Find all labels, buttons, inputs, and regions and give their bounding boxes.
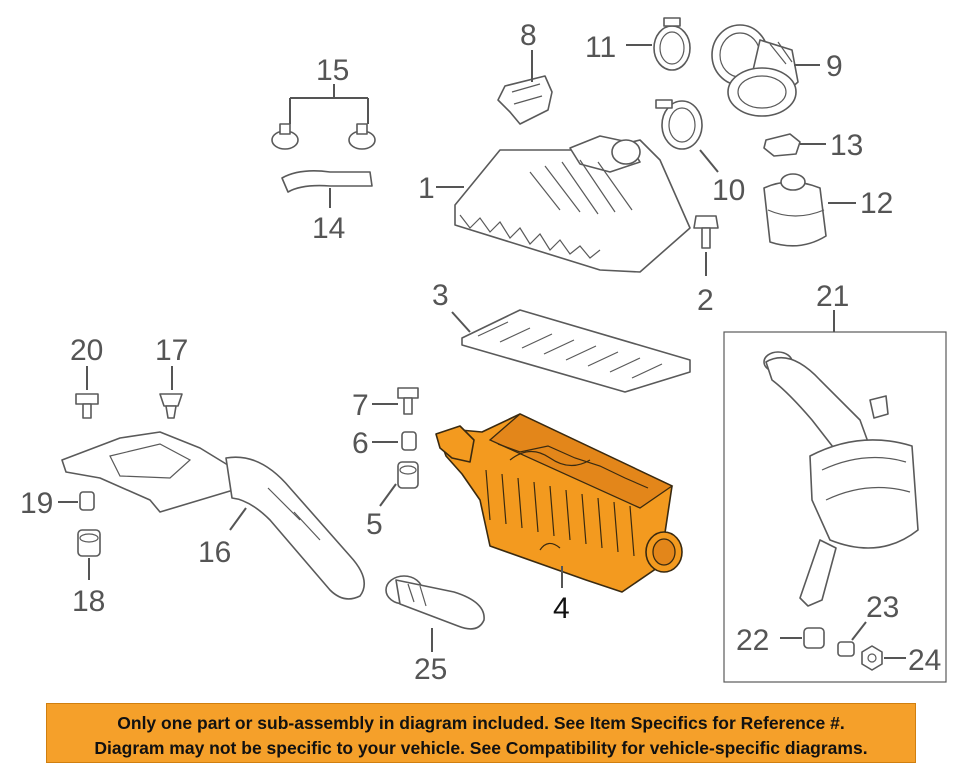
callout-20: 20 — [70, 334, 103, 367]
part-6-grommet — [401, 431, 417, 451]
leader-23 — [851, 621, 867, 641]
callout-3: 3 — [432, 279, 449, 312]
callout-21: 21 — [816, 280, 849, 313]
callout-4: 4 — [553, 592, 570, 625]
callout-18: 18 — [72, 585, 105, 618]
part-25-duct-tube — [385, 575, 485, 630]
leader-16 — [229, 507, 247, 531]
part-21-resonator-assembly — [763, 351, 919, 607]
callout-5: 5 — [366, 508, 383, 541]
callout-2: 2 — [697, 284, 714, 317]
part-23-collar — [837, 641, 855, 657]
callout-11: 11 — [585, 31, 616, 64]
part-18-mount — [77, 529, 101, 557]
callout-23: 23 — [866, 591, 899, 624]
part-10-clamp — [655, 99, 703, 150]
callout-16: 16 — [198, 536, 231, 569]
disclaimer-line-1: Only one part or sub-assembly in diagram… — [117, 713, 845, 733]
part-15-clamps — [271, 123, 376, 150]
part-1-air-cleaner-cover — [454, 135, 691, 273]
disclaimer-line-2: Diagram may not be specific to your vehi… — [94, 738, 868, 758]
callout-6: 6 — [352, 427, 369, 460]
part-2-bolt — [693, 215, 719, 249]
callout-13: 13 — [830, 129, 863, 162]
callout-25: 25 — [414, 653, 447, 686]
part-8-sensor — [497, 75, 553, 125]
callout-7: 7 — [352, 389, 369, 422]
part-14-hose — [281, 170, 373, 193]
part-4-air-cleaner-housing — [435, 413, 683, 593]
disclaimer-banner: Only one part or sub-assembly in diagram… — [46, 703, 916, 763]
part-19-grommet — [79, 491, 95, 511]
part-3-air-filter — [461, 309, 691, 393]
leader-3 — [451, 311, 471, 333]
callout-14: 14 — [312, 212, 345, 245]
part-5-mount — [397, 461, 419, 489]
callout-24: 24 — [908, 644, 941, 677]
callout-19: 19 — [20, 487, 53, 520]
part-11-clamp — [653, 17, 691, 71]
part-13-clip — [763, 133, 801, 157]
part-22-mount — [803, 627, 825, 649]
part-16-intake-duct — [61, 431, 366, 600]
callout-22: 22 — [736, 624, 769, 657]
leader-5 — [379, 483, 397, 507]
part-24-nut — [861, 645, 883, 671]
leader-10 — [699, 149, 719, 173]
part-7-bolt — [397, 387, 419, 415]
callout-17: 17 — [155, 334, 188, 367]
callout-15: 15 — [316, 54, 349, 87]
callout-12: 12 — [860, 187, 893, 220]
part-9-intake-boot — [711, 24, 799, 117]
leader-15 — [289, 84, 369, 124]
callout-10: 10 — [712, 174, 745, 207]
callout-8: 8 — [520, 19, 537, 52]
part-20-bolt — [75, 393, 99, 419]
part-17-clip — [159, 393, 183, 419]
callout-9: 9 — [826, 50, 843, 83]
callout-1: 1 — [418, 172, 435, 205]
part-12-resonator — [763, 173, 827, 247]
